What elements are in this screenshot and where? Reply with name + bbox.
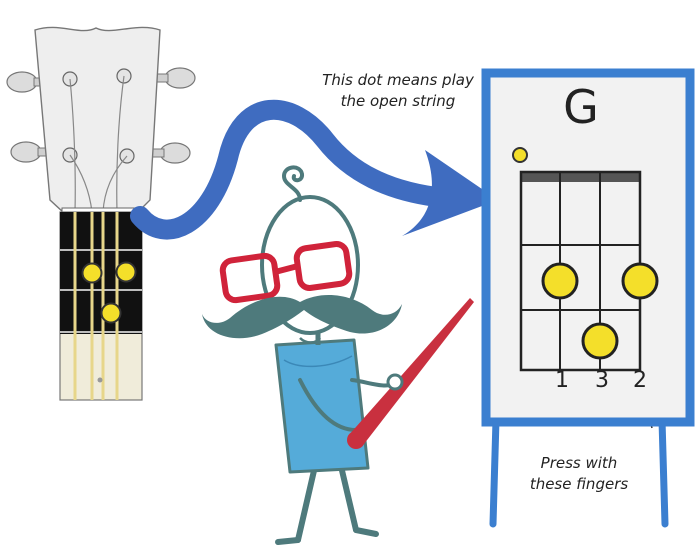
- fingers-note-line-2: these fingers: [529, 475, 629, 493]
- teacher-character-icon: [202, 165, 474, 545]
- open-string-note-line-2: the open string: [340, 92, 456, 110]
- finger-number-1: 1: [555, 368, 569, 393]
- finger-number-3: 2: [633, 368, 647, 393]
- curved-arrow-icon: [130, 99, 498, 240]
- finger-number-2: 3: [595, 368, 609, 393]
- fingers-note-line-1: Press with: [540, 454, 618, 472]
- ukulele-headstock-icon: [6, 26, 196, 401]
- open-string-note: This dot means play the open string: [318, 70, 478, 112]
- open-string-note-line-1: This dot means play: [322, 71, 474, 89]
- chord-name-label: G: [563, 80, 599, 134]
- fingers-note: Press with these fingers: [515, 453, 643, 495]
- chord-chart-icon: [481, 68, 695, 528]
